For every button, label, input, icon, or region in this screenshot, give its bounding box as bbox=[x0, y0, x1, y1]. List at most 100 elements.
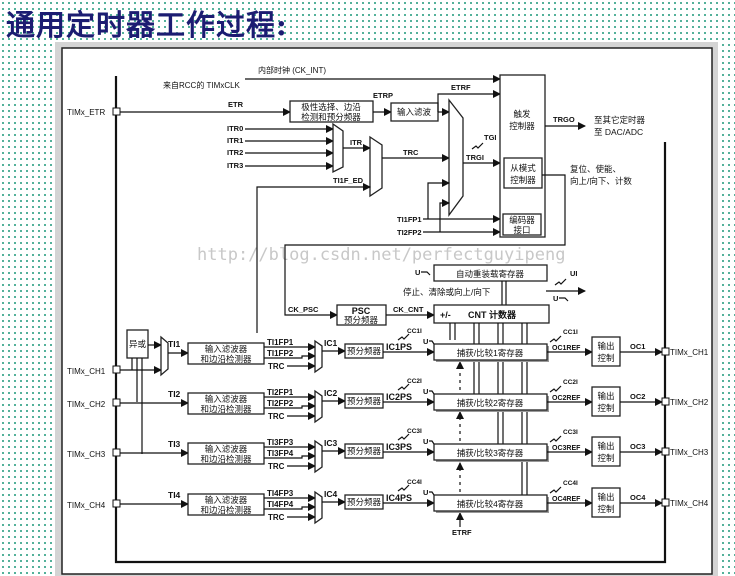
filter-line1: 输入滤波器 bbox=[205, 495, 248, 505]
itr2-label: ITR2 bbox=[227, 148, 243, 157]
ocref-label: OC2REF bbox=[552, 395, 581, 402]
cnt-counter-box bbox=[433, 304, 550, 324]
fp2-label: TI3FP4 bbox=[267, 449, 294, 458]
cci-out-label: CC3I bbox=[563, 429, 578, 436]
clock-section: 内部时钟 (CK_INT) 来自RCC的 TIMxCLK TIMx_ETR ET… bbox=[67, 65, 501, 333]
oc-label: OC4 bbox=[630, 493, 646, 502]
channel-input-label: TIMx_CH3 bbox=[67, 450, 106, 459]
etr-pin bbox=[112, 107, 121, 116]
ic-prescaler bbox=[344, 443, 384, 459]
channel-input-label: TIMx_CH1 bbox=[67, 367, 106, 376]
filter-line1: 输入滤波器 bbox=[205, 444, 248, 454]
ic-mux bbox=[314, 490, 323, 525]
tgi-interrupt-icon bbox=[471, 142, 484, 150]
u-label: U bbox=[423, 387, 428, 396]
oc-label: OC3 bbox=[630, 442, 645, 451]
trc-input-label: TRC bbox=[268, 412, 285, 421]
slave-line2: 控制器 bbox=[510, 175, 536, 185]
slave-mode-box bbox=[503, 157, 543, 189]
arr-u-label: U bbox=[415, 268, 420, 277]
trc-input-label: TRC bbox=[268, 513, 285, 522]
trc-input-label: TRC bbox=[268, 362, 285, 371]
fp2-label: TI1FP2 bbox=[267, 349, 294, 358]
ic-mux bbox=[314, 389, 323, 424]
slave-out-line2: 向上/向下、计数 bbox=[570, 176, 632, 186]
capture-interrupt-icon bbox=[397, 383, 410, 391]
trgo-dest-line2: 至 DAC/ADC bbox=[594, 127, 643, 137]
ti-label: TI1 bbox=[168, 339, 181, 349]
output-control-box bbox=[591, 487, 621, 518]
filter-line2: 和边沿检测器 bbox=[200, 505, 252, 515]
ti-label: TI2 bbox=[168, 389, 181, 399]
fp1-label: TI3FP3 bbox=[267, 438, 294, 447]
output-control-line1: 输出 bbox=[597, 492, 614, 502]
fp2-label: TI2FP2 bbox=[267, 399, 294, 408]
psc-label: PSC bbox=[352, 306, 371, 316]
up-down-label: +/- bbox=[440, 310, 451, 320]
xor-label: 异或 bbox=[129, 339, 147, 349]
output-control-line2: 控制 bbox=[597, 453, 614, 463]
channel-input-pin bbox=[112, 365, 121, 374]
capture-interrupt-icon bbox=[397, 484, 410, 492]
input-filter-edge-detector bbox=[187, 342, 265, 365]
watermark: http://blog.csdn.net/perfectguyipeng bbox=[197, 245, 565, 265]
auto-reload-register bbox=[433, 264, 548, 282]
ck-psc-line bbox=[284, 174, 566, 319]
ic-prescaler bbox=[344, 494, 384, 510]
channel-input-label: TIMx_CH2 bbox=[67, 400, 106, 409]
channel-input-pin bbox=[112, 499, 121, 508]
encoder-line1: 编码器 bbox=[509, 215, 535, 225]
slave-line1: 从模式 bbox=[510, 163, 536, 173]
filter-line2: 和边沿检测器 bbox=[200, 354, 252, 364]
fp1-label: TI1FP1 bbox=[267, 338, 294, 347]
slave-out-line1: 复位、使能、 bbox=[570, 164, 621, 174]
trc-label: TRC bbox=[403, 148, 419, 157]
channel-input-pin bbox=[112, 448, 121, 457]
trgi-label: TRGI bbox=[466, 153, 484, 162]
u-label: U bbox=[423, 488, 428, 497]
channel-output-label: TIMx_CH4 bbox=[670, 499, 709, 508]
etr-pin-label: TIMx_ETR bbox=[67, 108, 105, 117]
etr-label: ETR bbox=[228, 100, 244, 109]
itr-label: ITR bbox=[350, 138, 363, 147]
ic-label: IC4 bbox=[324, 489, 338, 499]
itr3-label: ITR3 bbox=[227, 161, 243, 170]
channel-output-label: TIMx_CH1 bbox=[670, 348, 709, 357]
u-label: U bbox=[423, 437, 428, 446]
xor-section: 异或 bbox=[120, 329, 169, 454]
output-control-line1: 输出 bbox=[597, 391, 614, 401]
stop-clear-label: 停止、清除或向上/向下 bbox=[403, 287, 491, 297]
channel-output-label: TIMx_CH2 bbox=[670, 398, 709, 407]
cci-out-label: CC2I bbox=[563, 379, 578, 386]
u-label: U bbox=[423, 337, 428, 346]
ccr-label: 捕获/比较4寄存器 bbox=[457, 499, 524, 509]
channel-output-label: TIMx_CH3 bbox=[670, 448, 709, 457]
encoder-box bbox=[502, 213, 542, 236]
ti1f-ed-label: TI1F_ED bbox=[333, 176, 364, 185]
ic-label: IC2 bbox=[324, 388, 338, 398]
output-control-line2: 控制 bbox=[597, 353, 614, 363]
trigger-line2: 控制器 bbox=[509, 121, 535, 131]
filter-line1: 输入滤波器 bbox=[205, 394, 248, 404]
output-control-line1: 输出 bbox=[597, 341, 614, 351]
ti-label: TI3 bbox=[168, 439, 181, 449]
capture-interrupt-icon bbox=[397, 333, 410, 341]
icps-label: IC2PS bbox=[386, 392, 412, 402]
diagram-panel bbox=[61, 47, 713, 575]
fp2-label: TI4FP4 bbox=[267, 500, 294, 509]
ic-prescaler bbox=[344, 393, 384, 409]
input-filter-edge-detector bbox=[187, 493, 265, 516]
trc-mux bbox=[369, 135, 383, 198]
ocref-label: OC3REF bbox=[552, 445, 581, 452]
ck-psc-label: CK_PSC bbox=[288, 305, 319, 314]
oc-label: OC1 bbox=[630, 342, 645, 351]
oc-label: OC2 bbox=[630, 392, 645, 401]
input-filter-label: 输入滤波 bbox=[397, 107, 432, 117]
itr0-label: ITR0 bbox=[227, 124, 243, 133]
ic-mux bbox=[314, 439, 323, 474]
ti1fp1-label: TI1FP1 bbox=[397, 215, 422, 224]
